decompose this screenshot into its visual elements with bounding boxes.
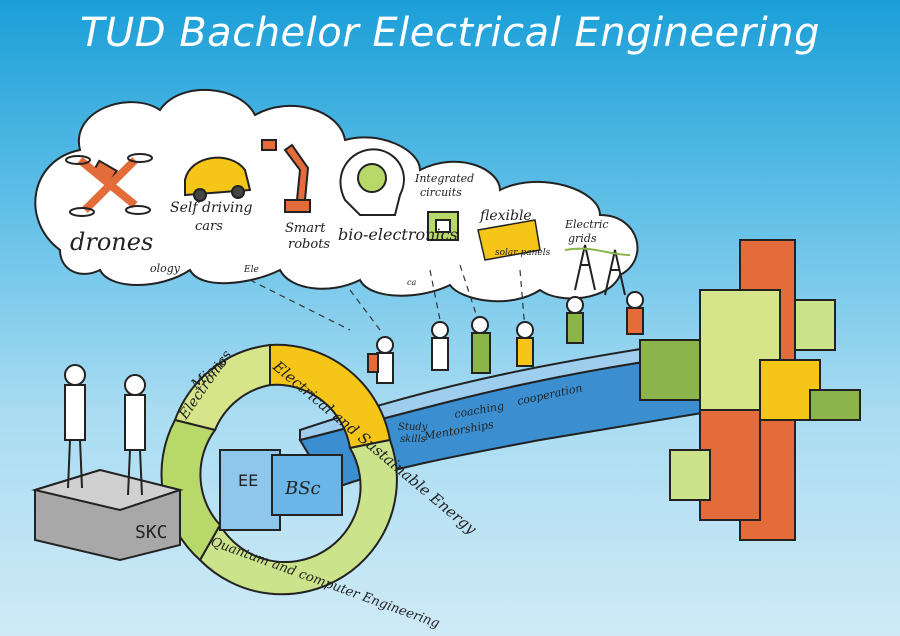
self-driving-label-2: cars: [195, 219, 223, 234]
partial-label-2: Ele: [243, 265, 259, 275]
partial-label-3: ca: [407, 278, 416, 287]
flexible-label-2: solar panels: [495, 248, 551, 258]
study-skills-label-2: skills: [400, 434, 426, 445]
robot-arm-icon: [261, 139, 311, 213]
ee-label: EE: [238, 471, 258, 490]
self-driving-label: Self driving: [170, 200, 253, 216]
skc-block: [31, 468, 184, 562]
bio-electronics-label: bio-electronics: [338, 225, 458, 244]
drone-icon: [65, 153, 153, 217]
page-title: TUD Bachelor Electrical Engineering: [80, 10, 820, 56]
ee-block: [219, 449, 281, 531]
electric-label-2: grids: [568, 232, 597, 245]
flexible-label: flexible: [479, 208, 532, 224]
smart-robots-label-2: robots: [288, 237, 330, 252]
cloud-labels: drones Self driving cars Smart robots bi…: [70, 172, 609, 287]
car-icon: [184, 156, 252, 202]
chip-icon: [427, 211, 459, 241]
brain-head-icon: [339, 148, 405, 216]
bsc-block: [271, 454, 343, 516]
future-blocks: [639, 239, 861, 541]
integrated-label: Integrated: [414, 172, 474, 185]
skc-label: SKC: [135, 522, 168, 543]
specialisation-ring: [160, 343, 398, 596]
electric-label: Electric: [564, 218, 609, 231]
students: [64, 291, 644, 496]
integrated-label-2: circuits: [420, 186, 462, 199]
partial-label-1: ology: [150, 262, 181, 275]
solar-panel-icon: [477, 219, 541, 261]
study-skills-label: Study: [398, 422, 428, 433]
thought-lines: [249, 264, 526, 331]
drones-label: drones: [70, 228, 153, 256]
bsc-label: BSc: [284, 478, 321, 499]
smart-robots-label: Smart: [285, 221, 326, 236]
power-grid-icon: [564, 244, 631, 296]
